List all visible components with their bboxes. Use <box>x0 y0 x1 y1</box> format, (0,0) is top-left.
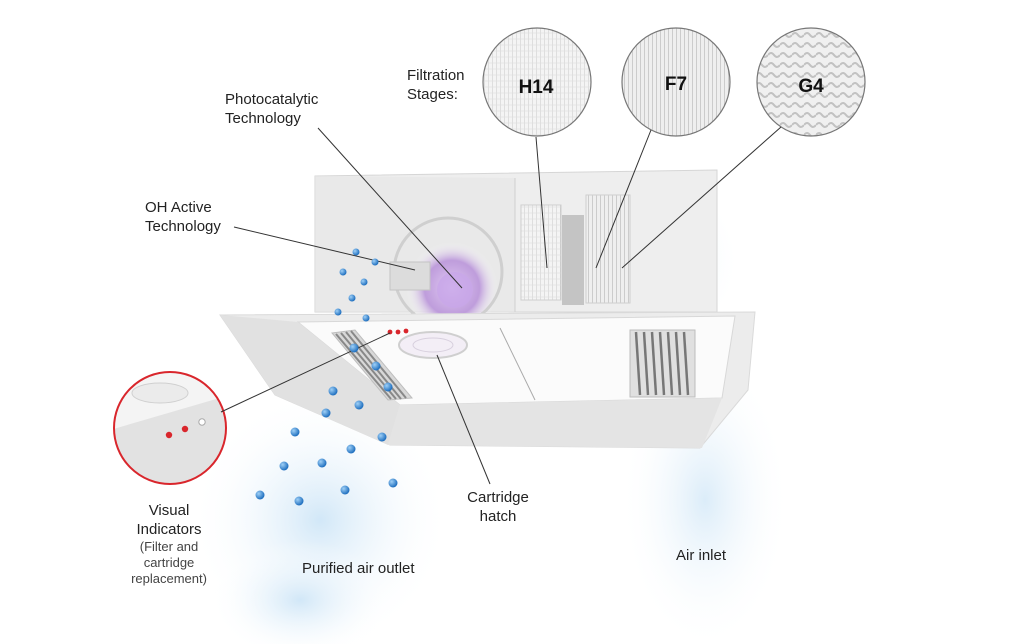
outlet-air-glow-lower <box>210 540 390 644</box>
air-particle <box>360 278 368 286</box>
cartridge-hatch-inner <box>412 337 454 353</box>
h14-cassette <box>520 204 562 301</box>
zoom-led-2 <box>181 425 189 433</box>
photocatalytic-line1: Photocatalytic <box>225 91 319 108</box>
air-particle <box>362 314 370 322</box>
zoom-led-1 <box>165 431 173 439</box>
oh-active-line1: OH Active <box>145 199 212 216</box>
visual-indicators-note2: cartridge <box>143 555 195 570</box>
indicator-led-2 <box>395 329 401 335</box>
cartridge-hatch <box>398 331 468 359</box>
visual-indicators-line2: Indicators <box>136 521 202 538</box>
air-particle <box>339 268 347 276</box>
leader-photocatalytic <box>317 127 463 289</box>
inlet-grille <box>629 329 696 398</box>
filtration-stages-label: Filtration Stages: <box>407 66 465 104</box>
air-particle <box>377 432 387 442</box>
air-particle <box>294 496 304 506</box>
filtration-stages-line2: Stages: <box>407 86 458 103</box>
air-particles <box>255 248 398 506</box>
uv-module-core <box>437 272 473 308</box>
leader-oh-active <box>233 226 416 271</box>
air-particle <box>349 343 359 353</box>
air-particle <box>279 461 289 471</box>
air-particle <box>321 408 331 418</box>
air-particle <box>334 308 342 316</box>
purified-air-outlet-label: Purified air outlet <box>302 560 415 577</box>
leader-visual-indicators <box>220 332 391 413</box>
panel-seam <box>499 327 536 401</box>
leader-cartridge-hatch <box>436 354 491 485</box>
indicator-led-3 <box>403 328 409 334</box>
filter-circle-h14 <box>482 27 592 137</box>
oh-module <box>389 261 431 291</box>
air-particle <box>352 248 360 256</box>
air-particle <box>255 490 265 500</box>
indicator-zoom-callout <box>113 371 227 485</box>
air-particle <box>290 427 300 437</box>
leader-h14 <box>535 136 548 269</box>
visual-indicators-label: Visual Indicators (Filter and cartridge … <box>131 501 207 587</box>
panel-side-front <box>388 398 722 448</box>
air-particle <box>354 400 364 410</box>
photocatalytic-line2: Technology <box>225 110 301 127</box>
filter-circle-g4 <box>756 27 866 137</box>
leader-lines <box>220 126 782 485</box>
air-particle <box>317 458 327 468</box>
filter-code-f7: F7 <box>665 74 687 95</box>
air-particle <box>328 386 338 396</box>
cartridge-hatch-line2: hatch <box>479 508 517 525</box>
air-particle <box>348 294 356 302</box>
filter-dark-gap <box>562 215 584 305</box>
air-inlet-label: Air inlet <box>676 547 727 564</box>
visual-indicators-note1: (Filter and <box>139 539 199 554</box>
visual-indicators-note3: replacement) <box>131 571 207 586</box>
cartridge-hatch-line1: Cartridge <box>467 489 529 506</box>
filtration-stages-line1: Filtration <box>407 67 465 84</box>
air-particle <box>346 444 356 454</box>
photocatalytic-label: Photocatalytic Technology <box>225 90 318 128</box>
oh-active-label: OH Active Technology <box>145 198 221 236</box>
air-particle <box>383 382 393 392</box>
air-particle <box>371 361 381 371</box>
f7-cassette <box>585 194 631 304</box>
air-particle <box>371 258 379 266</box>
leader-f7 <box>595 129 652 269</box>
filter-circle-f7 <box>621 27 731 137</box>
air-particle <box>388 478 398 488</box>
cartridge-hatch-label: Cartridge hatch <box>467 488 529 526</box>
filter-code-g4: G4 <box>798 76 824 97</box>
oh-active-line2: Technology <box>145 218 221 235</box>
leader-g4 <box>621 126 782 269</box>
purifier-unit <box>219 169 756 449</box>
panel-side-left <box>220 315 400 445</box>
visual-indicators-line1: Visual <box>148 502 190 519</box>
filter-code-h14: H14 <box>519 77 554 98</box>
air-particle <box>340 485 350 495</box>
